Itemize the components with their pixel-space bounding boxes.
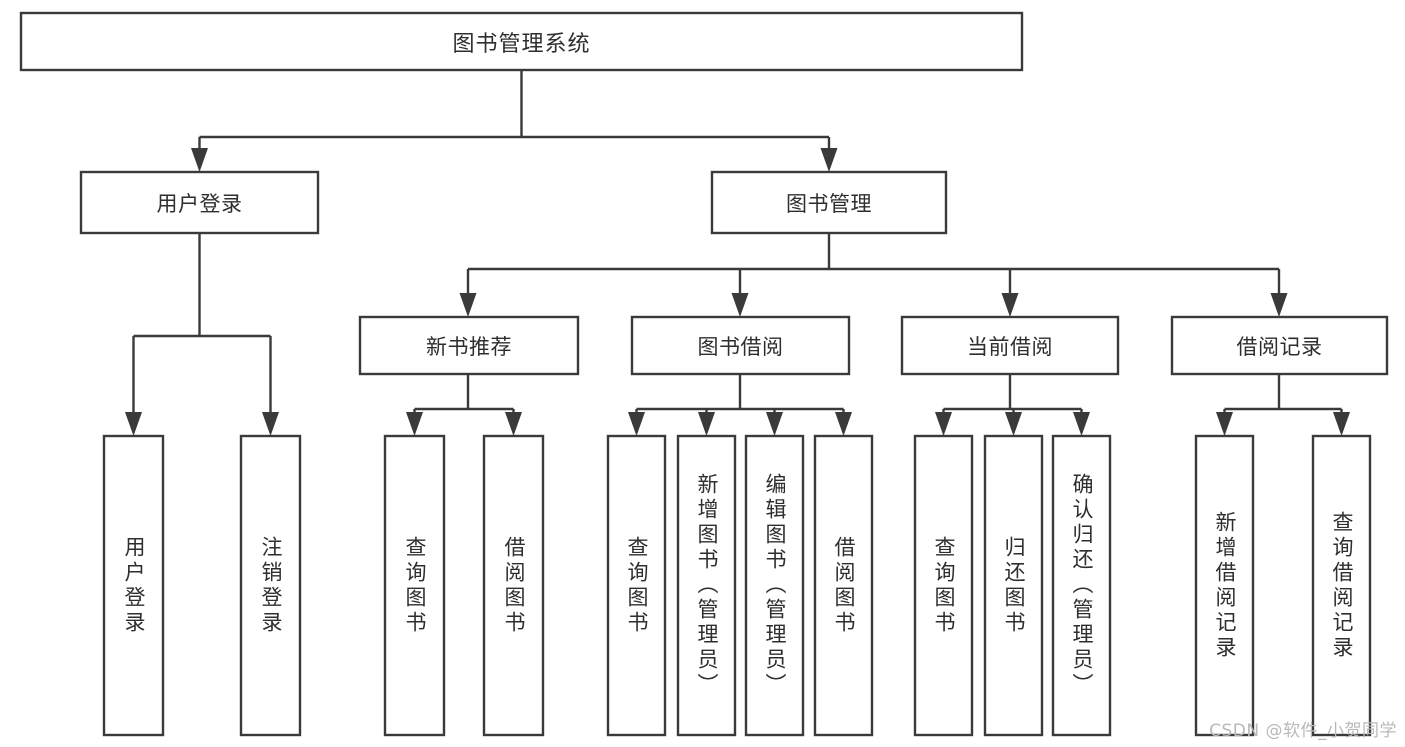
watermark-text: CSDN @软件_小贺同学 <box>1209 721 1397 741</box>
node-box-leaf-user-login[interactable] <box>102 434 165 737</box>
arrowhead-leaf-query-record <box>1333 412 1350 436</box>
node-box-leaf-return-book[interactable] <box>983 434 1044 737</box>
arrowhead-new-book-rec <box>459 293 477 317</box>
arrowhead-leaf-add-book <box>698 412 715 436</box>
arrowhead-leaf-user-login <box>125 412 142 436</box>
node-box-borrow-record[interactable] <box>1170 315 1389 376</box>
node-box-leaf-add-book[interactable] <box>676 434 737 737</box>
node-box-leaf-query-book-2[interactable] <box>606 434 667 737</box>
node-box-leaf-add-record[interactable] <box>1194 434 1255 737</box>
node-box-book-manage[interactable] <box>710 170 948 235</box>
node-box-root[interactable] <box>19 11 1024 72</box>
node-box-leaf-borrow-book-2[interactable] <box>813 434 874 737</box>
arrowhead-leaf-query-book-3 <box>935 412 952 436</box>
arrowhead-leaf-user-logout <box>262 412 279 436</box>
node-box-leaf-query-book-1[interactable] <box>383 434 446 737</box>
arrowhead-leaf-query-book-1 <box>406 412 423 436</box>
node-box-book-borrow[interactable] <box>630 315 851 376</box>
node-box-leaf-confirm-return[interactable] <box>1051 434 1112 737</box>
node-box-leaf-user-logout[interactable] <box>239 434 302 737</box>
node-box-leaf-query-record[interactable] <box>1311 434 1372 737</box>
arrowhead-book-manage <box>820 148 838 172</box>
arrowhead-leaf-borrow-book-2 <box>835 412 852 436</box>
node-box-leaf-query-book-3[interactable] <box>913 434 974 737</box>
node-box-current-borrow[interactable] <box>900 315 1120 376</box>
node-box-user-login[interactable] <box>79 170 320 235</box>
node-box-leaf-borrow-book-1[interactable] <box>482 434 545 737</box>
arrowhead-leaf-add-record <box>1216 412 1233 436</box>
arrowhead-leaf-confirm-return <box>1073 412 1090 436</box>
arrowhead-user-login <box>191 148 208 172</box>
arrowhead-leaf-query-book-2 <box>628 412 645 436</box>
arrowhead-leaf-edit-book <box>766 412 783 436</box>
arrowhead-book-borrow <box>731 293 749 317</box>
arrowhead-leaf-return-book <box>1005 412 1022 436</box>
node-box-new-book-rec[interactable] <box>358 315 580 376</box>
arrowhead-borrow-record <box>1270 293 1288 317</box>
arrowhead-leaf-borrow-book-1 <box>505 412 522 436</box>
arrowhead-current-borrow <box>1001 293 1019 317</box>
node-box-leaf-edit-book[interactable] <box>744 434 805 737</box>
